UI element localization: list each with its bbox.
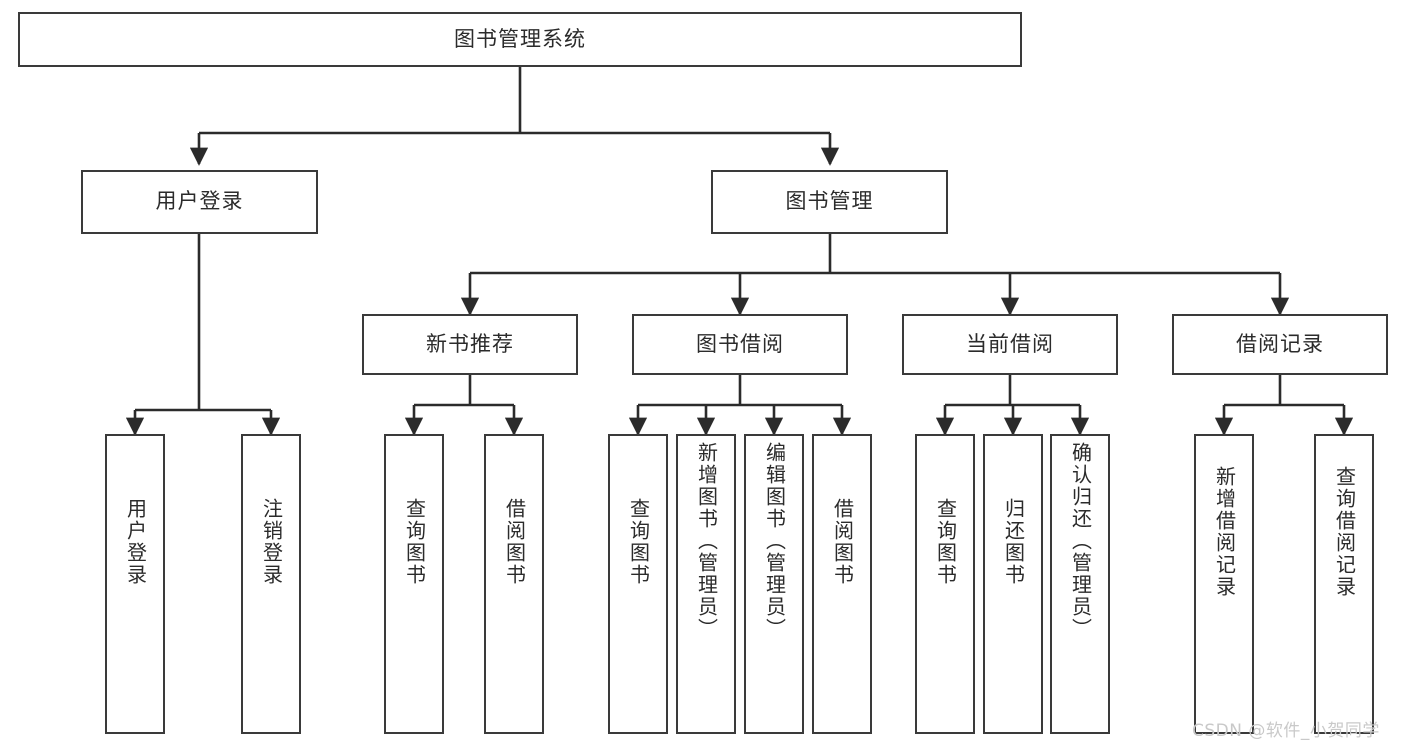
leaf-current-return-book[interactable]: 归还图书 <box>983 434 1043 734</box>
leaf-user-login-logout-label: 注销登录 <box>259 498 284 586</box>
leaf-record-add-label: 新增借阅记录 <box>1212 466 1237 598</box>
leaf-borrow-query-book[interactable]: 查询图书 <box>608 434 668 734</box>
leaf-current-confirm-return[interactable]: 确认归还（管理员） <box>1050 434 1110 734</box>
node-root-label: 图书管理系统 <box>454 26 586 51</box>
leaf-borrow-query-book-label: 查询图书 <box>626 498 651 586</box>
leaf-current-query-book[interactable]: 查询图书 <box>915 434 975 734</box>
leaf-borrow-add-book[interactable]: 新增图书（管理员） <box>676 434 736 734</box>
node-user-login-label: 用户登录 <box>155 189 244 214</box>
leaf-current-return-book-label: 归还图书 <box>1001 498 1026 586</box>
node-book-borrow-label: 图书借阅 <box>696 331 784 356</box>
leaf-new-book-borrow[interactable]: 借阅图书 <box>484 434 544 734</box>
leaf-current-confirm-return-label: 确认归还（管理员） <box>1068 442 1093 640</box>
leaf-new-book-borrow-label: 借阅图书 <box>502 498 527 586</box>
node-borrow-record[interactable]: 借阅记录 <box>1172 314 1388 375</box>
node-current-borrow-label: 当前借阅 <box>966 331 1054 356</box>
node-root[interactable]: 图书管理系统 <box>18 12 1022 67</box>
node-book-management[interactable]: 图书管理 <box>711 170 948 234</box>
leaf-borrow-borrow-book-label: 借阅图书 <box>830 498 855 586</box>
leaf-borrow-borrow-book[interactable]: 借阅图书 <box>812 434 872 734</box>
csdn-watermark: CSDN @软件_小贺同学 <box>1192 721 1380 741</box>
leaf-record-query-label: 查询借阅记录 <box>1332 466 1357 598</box>
node-new-book-recommend-label: 新书推荐 <box>426 331 514 356</box>
node-borrow-record-label: 借阅记录 <box>1236 331 1324 356</box>
leaf-user-login-logout[interactable]: 注销登录 <box>241 434 301 734</box>
leaf-new-book-query-label: 查询图书 <box>402 498 427 586</box>
leaf-record-query[interactable]: 查询借阅记录 <box>1314 434 1374 734</box>
leaf-user-login-login[interactable]: 用户登录 <box>105 434 165 734</box>
node-new-book-recommend[interactable]: 新书推荐 <box>362 314 578 375</box>
leaf-record-add[interactable]: 新增借阅记录 <box>1194 434 1254 734</box>
node-user-login[interactable]: 用户登录 <box>81 170 318 234</box>
leaf-borrow-add-book-label: 新增图书（管理员） <box>694 442 719 640</box>
node-current-borrow[interactable]: 当前借阅 <box>902 314 1118 375</box>
leaf-user-login-login-label: 用户登录 <box>123 498 148 586</box>
node-book-management-label: 图书管理 <box>785 189 874 214</box>
leaf-new-book-query[interactable]: 查询图书 <box>384 434 444 734</box>
leaf-borrow-edit-book[interactable]: 编辑图书（管理员） <box>744 434 804 734</box>
leaf-current-query-book-label: 查询图书 <box>933 498 958 586</box>
leaf-borrow-edit-book-label: 编辑图书（管理员） <box>762 442 787 640</box>
node-book-borrow[interactable]: 图书借阅 <box>632 314 848 375</box>
